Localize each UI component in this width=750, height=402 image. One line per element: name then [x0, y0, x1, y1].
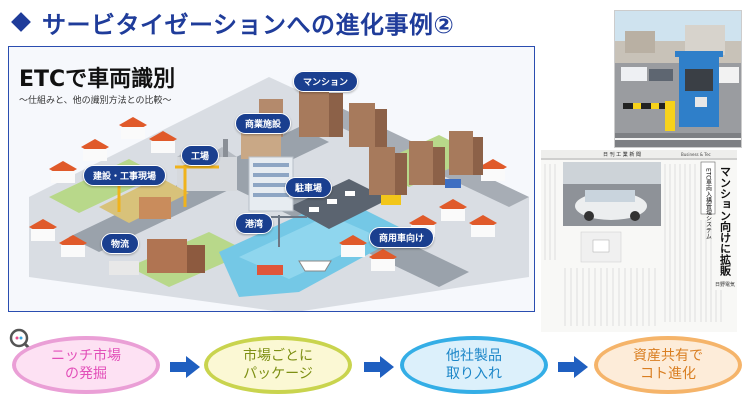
newspaper-masthead-en: Business & Tec — [681, 152, 711, 157]
step-adopt-other-products: 他社製品取り入れ — [400, 336, 548, 394]
newspaper-byline: 日野電気 — [715, 281, 735, 288]
title-row: サービタイゼーションへの進化事例② — [11, 6, 455, 39]
newspaper-headline: マンション向けに拡販 — [719, 166, 732, 277]
tag-construction: 建設・工事現場 — [83, 165, 167, 186]
arrow-right-icon — [170, 356, 200, 378]
step-niche-market: ニッチ市場の発掘 — [12, 336, 160, 394]
tag-logistics: 物流 — [101, 233, 140, 254]
newspaper-clipping: 日 刊 工 業 新 聞 Business & Tec ETC車両入構管理システム… — [541, 150, 737, 332]
newspaper-label-box: ETC車両入構管理システム — [705, 168, 712, 240]
arrow-right-icon — [364, 356, 394, 378]
isometric-city-illustration — [29, 77, 529, 311]
panel-title: ETCで車両識別 — [19, 67, 176, 92]
etc-gate-photo — [614, 10, 742, 148]
etc-gate-photo-image — [615, 11, 741, 147]
tag-factory: 工場 — [181, 145, 220, 166]
step-asset-sharing-evolution: 資産共有でコト進化 — [594, 336, 742, 394]
magnifier-icon — [9, 328, 34, 353]
arrow-right-icon — [558, 356, 588, 378]
tag-harbor: 港湾 — [235, 213, 274, 234]
newspaper-masthead: 日 刊 工 業 新 聞 — [603, 151, 641, 158]
step-package-per-market: 市場ごとにパッケージ — [204, 336, 352, 394]
diamond-bullet-icon — [11, 12, 31, 32]
city-illustration-panel: ETCで車両識別 ～仕組みと、他の識別方法との比較～ マンション 商業施設 工場… — [8, 46, 535, 312]
tag-commercial: 商業施設 — [235, 113, 292, 134]
process-flow: ニッチ市場の発掘 市場ごとにパッケージ 他社製品取り入れ 資産共有でコト進化 — [0, 330, 750, 402]
tag-mansion: マンション — [293, 71, 359, 92]
tag-commercial-vehicles: 商用車向け — [369, 227, 435, 248]
panel-subtitle: ～仕組みと、他の識別方法との比較～ — [19, 96, 172, 106]
newspaper-clipping-image: 日 刊 工 業 新 聞 Business & Tec ETC車両入構管理システム… — [541, 150, 737, 332]
tag-parking: 駐車場 — [285, 177, 333, 198]
slide-title: サービタイゼーションへの進化事例② — [42, 10, 455, 39]
